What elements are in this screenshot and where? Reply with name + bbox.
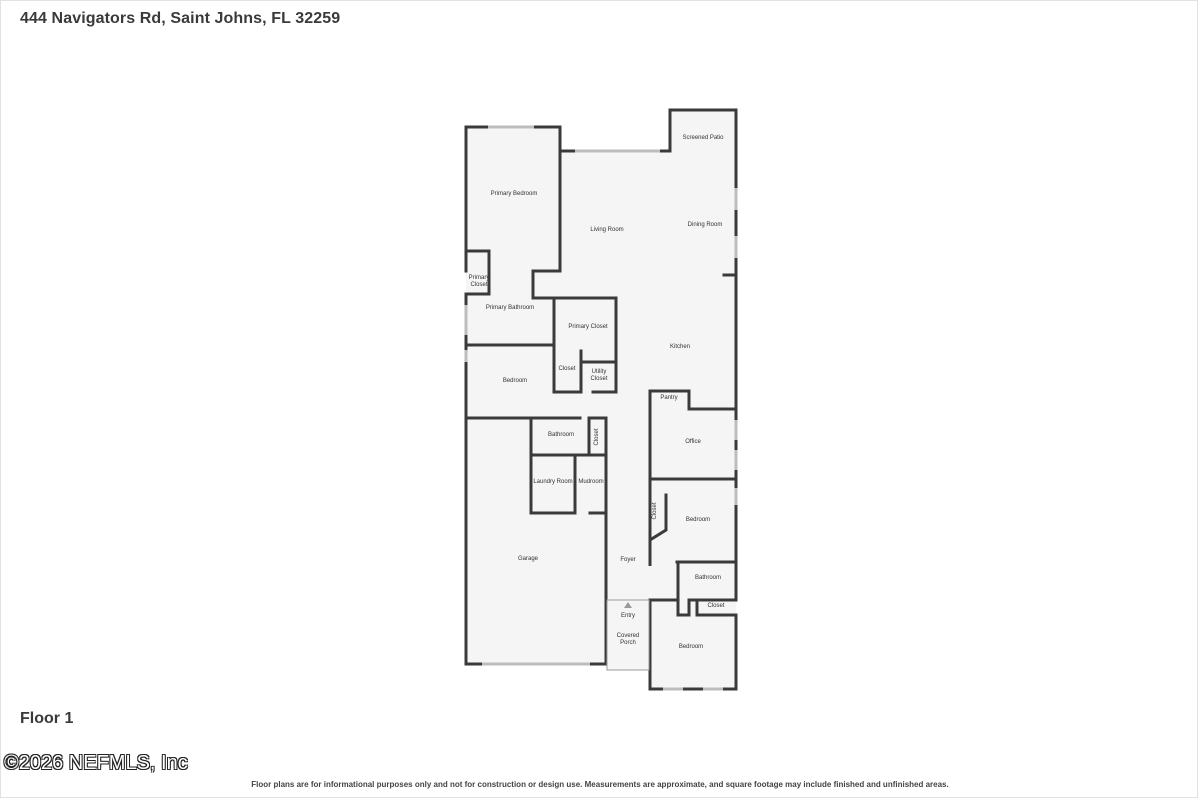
entry-arrow bbox=[624, 602, 632, 608]
label-primary-bedroom: Primary Bedroom bbox=[491, 191, 538, 197]
fill-covered-porch bbox=[607, 600, 649, 670]
label-primary-closet-small-1: Primary bbox=[469, 275, 490, 281]
label-kitchen: Kitchen bbox=[670, 344, 690, 350]
label-entry: Entry bbox=[621, 613, 635, 619]
wall-pantry bbox=[648, 389, 738, 411]
covered-porch-outline bbox=[606, 599, 650, 671]
windows bbox=[464, 125, 738, 691]
wall-bathroom-1-box bbox=[529, 416, 608, 457]
label-screened-patio: Screened Patio bbox=[682, 135, 724, 141]
label-dining-room: Dining Room bbox=[688, 222, 723, 228]
wall-closet-4 bbox=[676, 560, 738, 617]
label-primary-bathroom: Primary Bathroom bbox=[486, 305, 534, 311]
label-living-room: Living Room bbox=[590, 227, 623, 233]
label-closet-1: Closet bbox=[558, 366, 575, 372]
copyright-watermark: ©2026 NEFMLS, Inc bbox=[4, 752, 188, 774]
label-mudroom: Mudroom bbox=[578, 479, 603, 485]
label-closet-3: Closet bbox=[652, 502, 658, 519]
label-office: Office bbox=[685, 439, 701, 445]
fill-garage bbox=[466, 418, 606, 664]
label-primary-closet: Primary Closet bbox=[568, 324, 608, 330]
label-utility-closet-1: Utility bbox=[592, 369, 607, 375]
wall-bedroom-3 bbox=[648, 598, 738, 691]
wall-primary-closet bbox=[531, 269, 618, 364]
label-pantry: Pantry bbox=[660, 395, 677, 401]
wall-primary-closet-small bbox=[464, 249, 491, 296]
fill-east-rooms bbox=[650, 409, 736, 689]
label-foyer: Foyer bbox=[620, 557, 635, 563]
label-bathroom-1: Bathroom bbox=[548, 432, 574, 438]
label-primary-closet-small-2: Closet bbox=[470, 282, 487, 288]
fill-primary-bedroom bbox=[466, 127, 560, 271]
label-laundry-room: Laundry Room bbox=[533, 479, 572, 485]
fill-screened-patio bbox=[670, 110, 736, 170]
property-address: 444 Navigators Rd, Saint Johns, FL 32259 bbox=[20, 10, 341, 27]
room-labels: Screened Patio Primary Bedroom Living Ro… bbox=[469, 135, 725, 650]
disclaimer-text: Floor plans are for informational purpos… bbox=[251, 780, 949, 789]
label-covered-porch-1: Covered bbox=[617, 633, 640, 639]
floor-label: Floor 1 bbox=[20, 710, 74, 727]
label-garage: Garage bbox=[518, 556, 539, 562]
label-closet-4: Closet bbox=[707, 603, 724, 609]
label-bathroom-2: Bathroom bbox=[695, 575, 721, 581]
wall-primary-bedroom bbox=[464, 125, 562, 273]
fill-foyer bbox=[606, 390, 650, 600]
label-utility-closet-2: Closet bbox=[590, 376, 607, 382]
label-bedroom-3: Bedroom bbox=[679, 644, 703, 650]
wall-bathroom-1 bbox=[529, 416, 576, 515]
label-closet-2: Closet bbox=[594, 428, 600, 445]
label-covered-porch-2: Porch bbox=[620, 640, 636, 646]
wall-closet-3 bbox=[648, 477, 668, 566]
label-bedroom-1: Bedroom bbox=[503, 378, 527, 384]
label-bedroom-2: Bedroom bbox=[686, 517, 710, 523]
